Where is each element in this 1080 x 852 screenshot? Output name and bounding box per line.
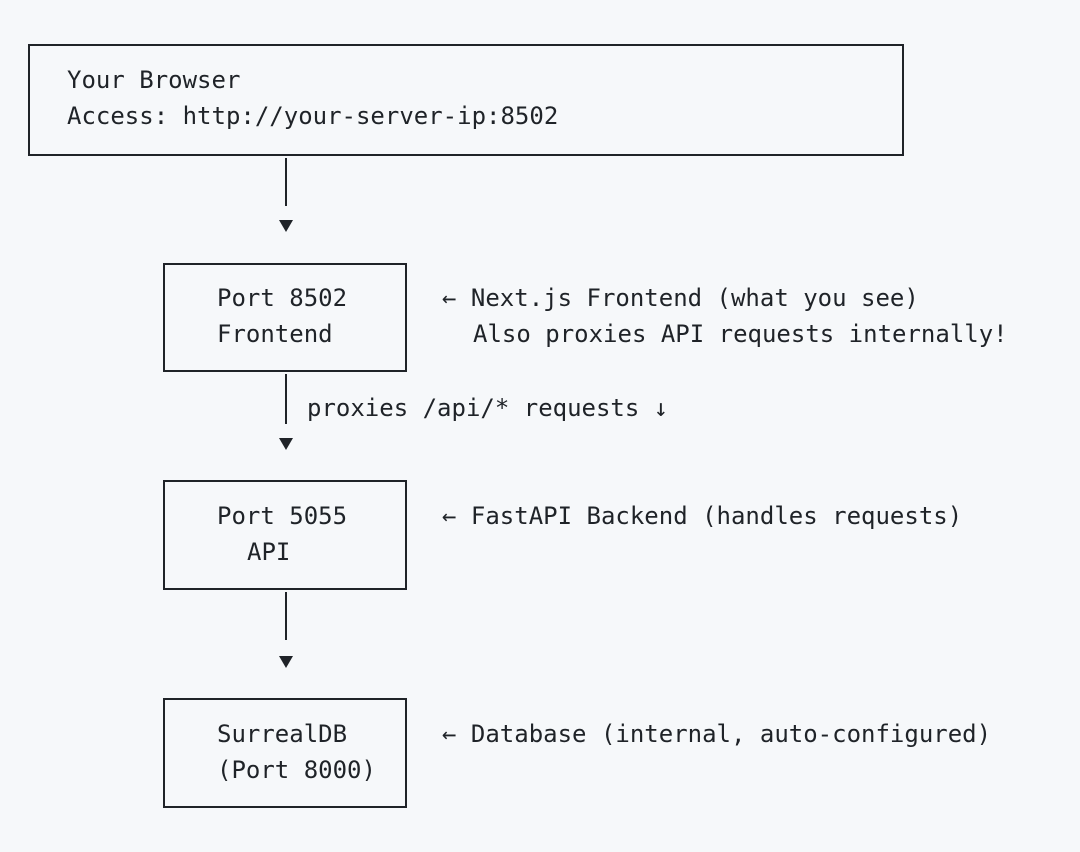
frontend-box [163,263,407,372]
database-port: (Port 8000) [217,756,376,784]
browser-box [28,44,904,156]
database-box [163,698,407,808]
arrow-down-icon [279,438,293,450]
frontend-port: Port 8502 [217,284,348,312]
api-note: ← FastAPI Backend (handles requests) [442,502,963,530]
api-port: Port 5055 [217,502,348,530]
browser-title: Your Browser [67,66,241,94]
connector-api-db [285,592,287,640]
database-name: SurrealDB [217,720,348,748]
frontend-note: ← Next.js Frontend (what you see) [442,284,919,312]
proxy-label: proxies /api/* requests ↓ [307,394,669,422]
database-note: ← Database (internal, auto-configured) [442,720,992,748]
arrow-down-icon [279,220,293,232]
frontend-note-secondary: Also proxies API requests internally! [473,320,1008,348]
frontend-name: Frontend [217,320,333,348]
connector-browser-frontend [285,158,287,206]
connector-frontend-api [285,374,287,424]
api-name: API [247,538,291,566]
arrow-down-icon [279,656,293,668]
api-box [163,480,407,590]
browser-access-url: Access: http://your-server-ip:8502 [67,102,559,130]
